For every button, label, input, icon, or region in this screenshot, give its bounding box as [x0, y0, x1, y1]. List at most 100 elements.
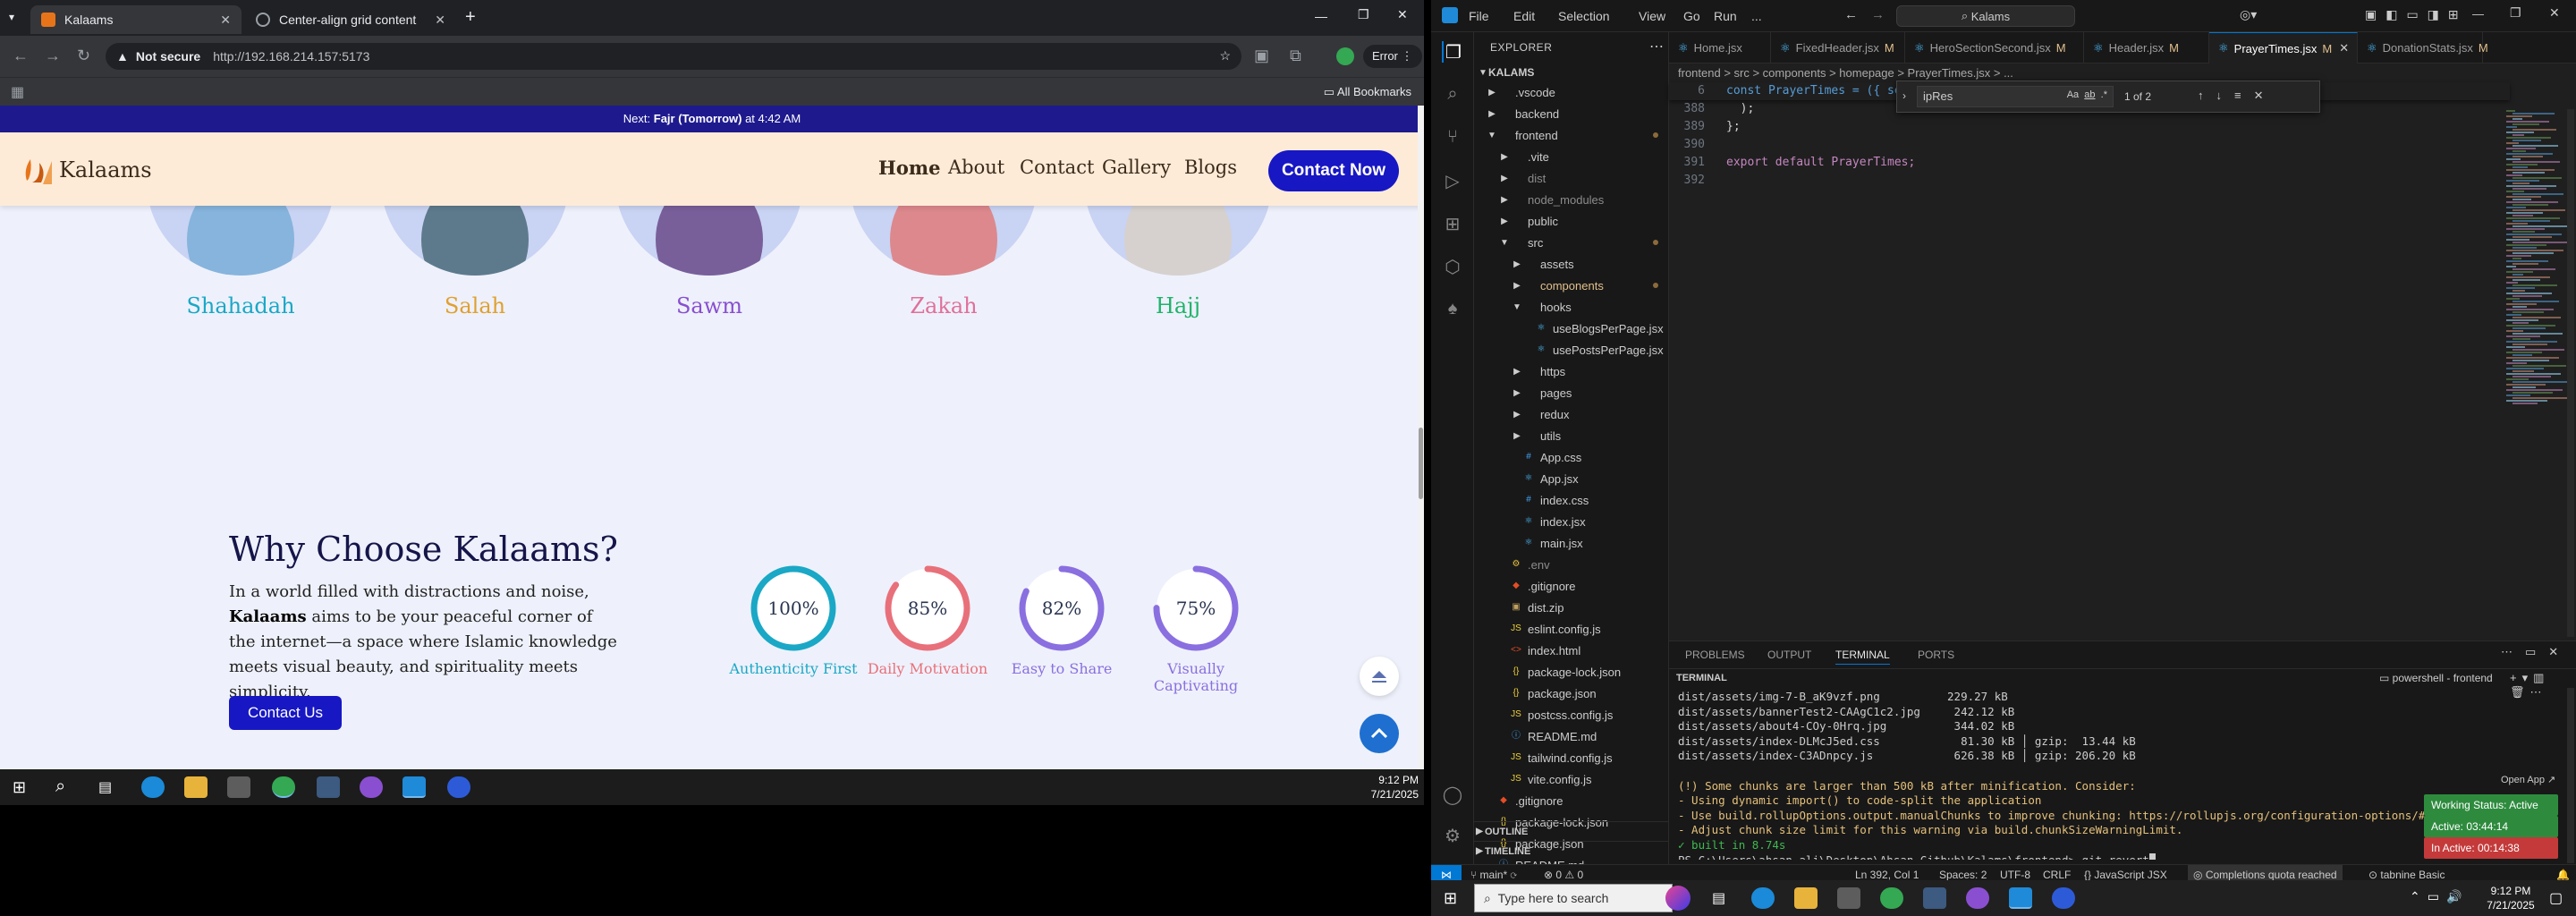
problems-indicator[interactable]: ⊗ 0 ⚠ 0 — [1544, 869, 1584, 880]
app-icon[interactable] — [317, 776, 340, 798]
language-mode[interactable]: {} JavaScript JSX — [2084, 869, 2167, 880]
close-tab-icon[interactable]: ✕ — [220, 12, 231, 27]
nav-home[interactable]: Home — [878, 157, 941, 179]
taskbar-search[interactable]: ⌕ Type here to search — [1474, 884, 1673, 912]
panel-actions[interactable]: ⋯▭✕ — [2501, 645, 2572, 658]
nav-contact[interactable]: Contact — [1020, 157, 1095, 178]
tree-item[interactable]: ▼frontend — [1474, 125, 1669, 145]
tree-item[interactable]: ◆.gitignore — [1474, 576, 1669, 596]
code-line[interactable]: 389}; — [1669, 118, 2501, 136]
back-icon[interactable]: ← — [13, 47, 29, 64]
tab-search-icon[interactable]: ▾ — [9, 11, 15, 23]
tree-item[interactable]: ⚛useBlogsPerPage.jsx — [1474, 318, 1669, 338]
nav-blogs[interactable]: Blogs — [1184, 157, 1238, 178]
reload-icon[interactable]: ↻ — [77, 47, 91, 64]
terminal-instance[interactable]: ▭ powershell - frontend — [2379, 672, 2493, 684]
address-bar[interactable]: ▲ Not secure http://192.168.214.157:5173… — [106, 43, 1241, 70]
tracker-toast[interactable]: Working Status: Active — [2424, 794, 2558, 816]
scroll-top-light-button[interactable] — [1360, 657, 1399, 696]
tree-item[interactable]: ⚛usePostsPerPage.jsx — [1474, 340, 1669, 360]
remote-button[interactable]: ⋈ — [1431, 865, 1462, 880]
find-nav-icons[interactable]: ↑↓≡✕ — [2198, 89, 2276, 102]
indentation[interactable]: Spaces: 2 — [1939, 869, 1987, 880]
panel-scrollbar[interactable] — [2567, 688, 2574, 863]
task-view-icon[interactable]: ▤ — [1712, 891, 1726, 906]
site-logo[interactable]: Kalaams — [21, 152, 152, 188]
explorer-icon[interactable]: ❐ — [1442, 41, 1463, 63]
extensions-icon[interactable]: ▣ — [1254, 47, 1270, 64]
new-tab-button[interactable]: + — [465, 7, 476, 27]
panel-tab[interactable]: PORTS — [1918, 649, 1955, 661]
copilot-status[interactable]: ◎ Completions quota reached — [2188, 865, 2343, 880]
file-explorer-icon[interactable] — [184, 776, 208, 798]
tree-item[interactable]: #index.css — [1474, 490, 1669, 510]
tree-item[interactable]: ▶node_modules — [1474, 190, 1669, 209]
puzzle-icon[interactable]: ⧉ — [1290, 47, 1301, 64]
tree-item[interactable]: <>index.html — [1474, 640, 1669, 660]
settings-gear-icon[interactable]: ⚙ — [1445, 827, 1461, 846]
tree-item[interactable]: ▶backend — [1474, 104, 1669, 123]
mongo-leaf-icon[interactable]: ♠ — [1447, 299, 1458, 318]
tree-item[interactable]: {}package-lock.json — [1474, 662, 1669, 682]
zoom-icon[interactable] — [2052, 887, 2075, 909]
tree-item[interactable]: ⚙.env — [1474, 555, 1669, 574]
tracker-toast[interactable]: Active: 03:44:14 — [2424, 816, 2558, 837]
forward-nav-icon[interactable]: → — [1871, 7, 1885, 22]
find-input[interactable]: ipRes Aa ab .* — [1917, 86, 2114, 107]
app-icon[interactable] — [1923, 887, 1946, 909]
run-debug-icon[interactable]: ▷ — [1445, 172, 1460, 191]
timeline-section[interactable]: ▶TIMELINE — [1474, 841, 1669, 861]
minimize-button[interactable]: — — [2472, 7, 2484, 21]
terminal-output[interactable]: dist/assets/img-7-B_aK9vzf.png 229.27 kB… — [1678, 690, 2537, 860]
branch-indicator[interactable]: ⑂ main* ⟳ — [1470, 869, 1517, 880]
toggle-replace-icon[interactable]: › — [1902, 89, 1906, 102]
copilot-icon[interactable]: ◎▾ — [2240, 7, 2258, 21]
menu-item[interactable]: View — [1639, 9, 1666, 23]
restore-button[interactable]: ❐ — [2510, 5, 2521, 20]
tree-item[interactable]: ▶.vscode — [1474, 82, 1669, 102]
tree-item[interactable]: ⚛App.jsx — [1474, 469, 1669, 488]
remote-icon[interactable]: ⬡ — [1445, 258, 1461, 277]
editor-tab[interactable]: ⚛Home.jsx — [1669, 32, 1771, 64]
terminal-actions[interactable]: +▾▥🗑⋯ — [2510, 671, 2550, 699]
explorer-more-icon[interactable]: ⋯ — [1649, 39, 1664, 55]
close-window-button[interactable]: ✕ — [2549, 5, 2560, 20]
browser-tab-center-align[interactable]: Center-align grid content ✕ — [245, 5, 456, 34]
tree-item[interactable]: ▼hooks — [1474, 297, 1669, 317]
apps-grid-icon[interactable]: ▦ — [11, 85, 25, 100]
vscode-icon[interactable] — [2009, 887, 2032, 909]
tree-item[interactable]: #App.css — [1474, 447, 1669, 467]
search-highlight-icon[interactable] — [1665, 886, 1690, 911]
contact-now-button[interactable]: Contact Now — [1268, 150, 1399, 191]
windows-start-icon[interactable]: ⊞ — [1444, 889, 1458, 907]
all-bookmarks-link[interactable]: ▭ All Bookmarks — [1324, 85, 1411, 99]
zoom-icon[interactable] — [447, 776, 470, 798]
edge-icon[interactable] — [1751, 887, 1775, 909]
outline-section[interactable]: ▶OUTLINE — [1474, 821, 1669, 841]
close-tab-icon[interactable]: ✕ — [435, 12, 445, 27]
tree-item[interactable]: ▶assets — [1474, 254, 1669, 274]
back-nav-icon[interactable]: ← — [1844, 7, 1858, 22]
scroll-to-top-button[interactable] — [1360, 714, 1399, 753]
menu-item[interactable]: ... — [1751, 9, 1762, 23]
forward-icon[interactable]: → — [45, 47, 61, 64]
system-tray-icons[interactable]: ⌃▭🔊 — [2410, 889, 2470, 903]
nav-gallery[interactable]: Gallery — [1102, 157, 1172, 178]
windows-start-icon[interactable]: ⊞ — [13, 778, 27, 796]
layout-icons[interactable]: ▣◧▭◨⊞ — [2365, 7, 2468, 21]
menu-item[interactable]: Go — [1683, 9, 1700, 23]
nav-about[interactable]: About — [948, 157, 1005, 178]
tree-item[interactable]: {}package.json — [1474, 834, 1669, 853]
tracker-toast[interactable]: In Active: 00:14:38 — [2424, 837, 2558, 859]
tree-item[interactable]: ▶redux — [1474, 404, 1669, 424]
